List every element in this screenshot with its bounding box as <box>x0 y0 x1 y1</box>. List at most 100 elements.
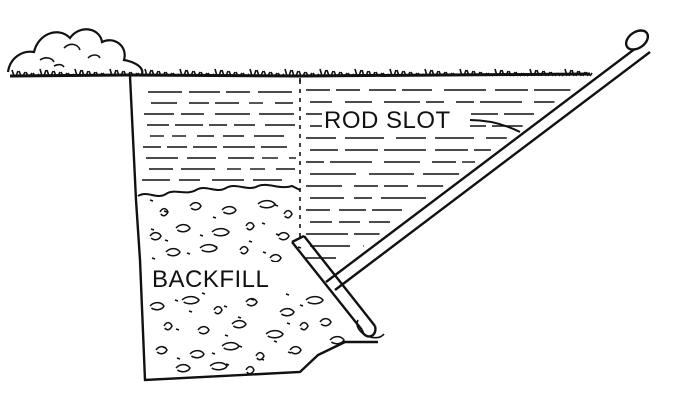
grass-tuft <box>291 69 299 77</box>
grass-tuft <box>32 72 40 77</box>
grass-tuft <box>18 70 26 77</box>
grass-tuft <box>123 70 131 77</box>
backfill-speck <box>211 352 216 355</box>
grass-tuft <box>130 71 138 77</box>
grass-tuft <box>403 70 411 77</box>
grass-tuft <box>25 71 33 77</box>
grass-tuft <box>193 70 201 77</box>
backfill-lump <box>279 307 295 317</box>
backfill-speck <box>186 252 191 255</box>
grass-tuft <box>445 71 453 77</box>
grass-tuft <box>277 72 285 77</box>
backfill-speck <box>285 293 290 296</box>
grass-tuft <box>340 71 348 77</box>
backfill-lump <box>257 199 276 209</box>
backfill-lump <box>221 341 240 351</box>
grass-tuft <box>228 70 236 77</box>
backfill-speck <box>163 210 168 213</box>
grass-tuft <box>221 69 229 77</box>
grass-tuft <box>501 69 509 77</box>
grass-tuft <box>410 71 418 77</box>
grass-tuft <box>172 72 180 77</box>
grass-tuft <box>382 72 390 77</box>
backfill-lump <box>283 209 293 219</box>
grass-tuft <box>179 68 187 77</box>
grass-tuft <box>207 72 215 77</box>
backfill-lump <box>175 363 191 373</box>
backfill-speck <box>287 351 292 354</box>
grass-tuft <box>144 68 152 77</box>
backfill-speck <box>201 292 206 295</box>
backfill-lump <box>213 305 223 315</box>
grass-tuft <box>235 71 243 77</box>
grass-tuft <box>480 71 488 77</box>
grass-tuft <box>242 72 250 77</box>
grass-tuft <box>361 69 369 77</box>
backfill-speck <box>175 328 180 331</box>
grass-tuft <box>564 68 572 77</box>
grass-tuft <box>550 71 558 77</box>
grass-tuft <box>305 71 313 77</box>
rod-slot-label-bg <box>322 103 470 131</box>
backfill-speck <box>225 363 230 366</box>
backfill-speck <box>237 316 242 319</box>
backfill-speck <box>261 222 266 225</box>
grass-tuft <box>53 70 61 77</box>
grass-tuft <box>473 70 481 77</box>
backfill-lump <box>269 253 282 263</box>
backfill-speck <box>260 358 265 361</box>
grass-tuft <box>494 68 502 77</box>
grass-tuft <box>312 72 320 77</box>
backfill-lump <box>239 245 249 255</box>
ground-electrode <box>291 234 385 339</box>
grass-tuft <box>438 70 446 77</box>
grass-tuft <box>368 70 376 77</box>
backfill-lump <box>149 231 162 241</box>
backfill-lump <box>231 319 247 329</box>
bush-icon <box>6 28 144 75</box>
backfill-lump <box>163 321 173 331</box>
grass-tuft <box>151 69 159 77</box>
grass-tuft <box>46 69 54 77</box>
grass-tuft <box>284 68 292 77</box>
backfill-texture <box>149 199 345 375</box>
rod-slot-leader <box>469 119 521 133</box>
grass-tuft <box>60 71 68 77</box>
grass-tuft <box>326 69 334 77</box>
soil-hatching <box>142 89 571 259</box>
backfill-lump <box>189 349 205 359</box>
grass-tuft <box>165 71 173 77</box>
grass-tuft <box>536 69 544 77</box>
backfill-lump <box>289 345 302 355</box>
backfill-speck <box>213 245 218 248</box>
backfill-speck <box>286 322 291 325</box>
backfill-lump <box>319 317 332 327</box>
grass-tuft <box>389 68 397 77</box>
backfill-lump <box>165 247 181 257</box>
grass-tuft <box>585 71 593 77</box>
grass-tuft <box>109 68 117 77</box>
grass-tuft <box>466 69 474 77</box>
backfill-lump <box>175 223 191 233</box>
grass-tuft <box>452 72 460 77</box>
grass-tuft <box>88 70 96 77</box>
grass-tuft <box>95 71 103 77</box>
grass-tuft <box>529 68 537 77</box>
backfill-speck <box>299 304 304 307</box>
backfill-speck <box>224 334 229 337</box>
grass-tuft <box>424 68 432 77</box>
grass-tuft <box>417 72 425 77</box>
grass-tuft <box>347 72 355 77</box>
backfill-surface <box>137 183 301 197</box>
backfill-lump <box>305 295 324 305</box>
rod-handle-knob <box>624 29 650 51</box>
backfill-speck <box>162 346 167 349</box>
grass-tuft <box>522 72 530 77</box>
backfill-lump <box>197 325 210 335</box>
backfill-lump <box>299 321 309 331</box>
backfill-lump <box>155 345 168 355</box>
grass-tuft <box>102 72 110 77</box>
grass-tuft <box>396 69 404 77</box>
backfill-speck <box>188 310 193 313</box>
